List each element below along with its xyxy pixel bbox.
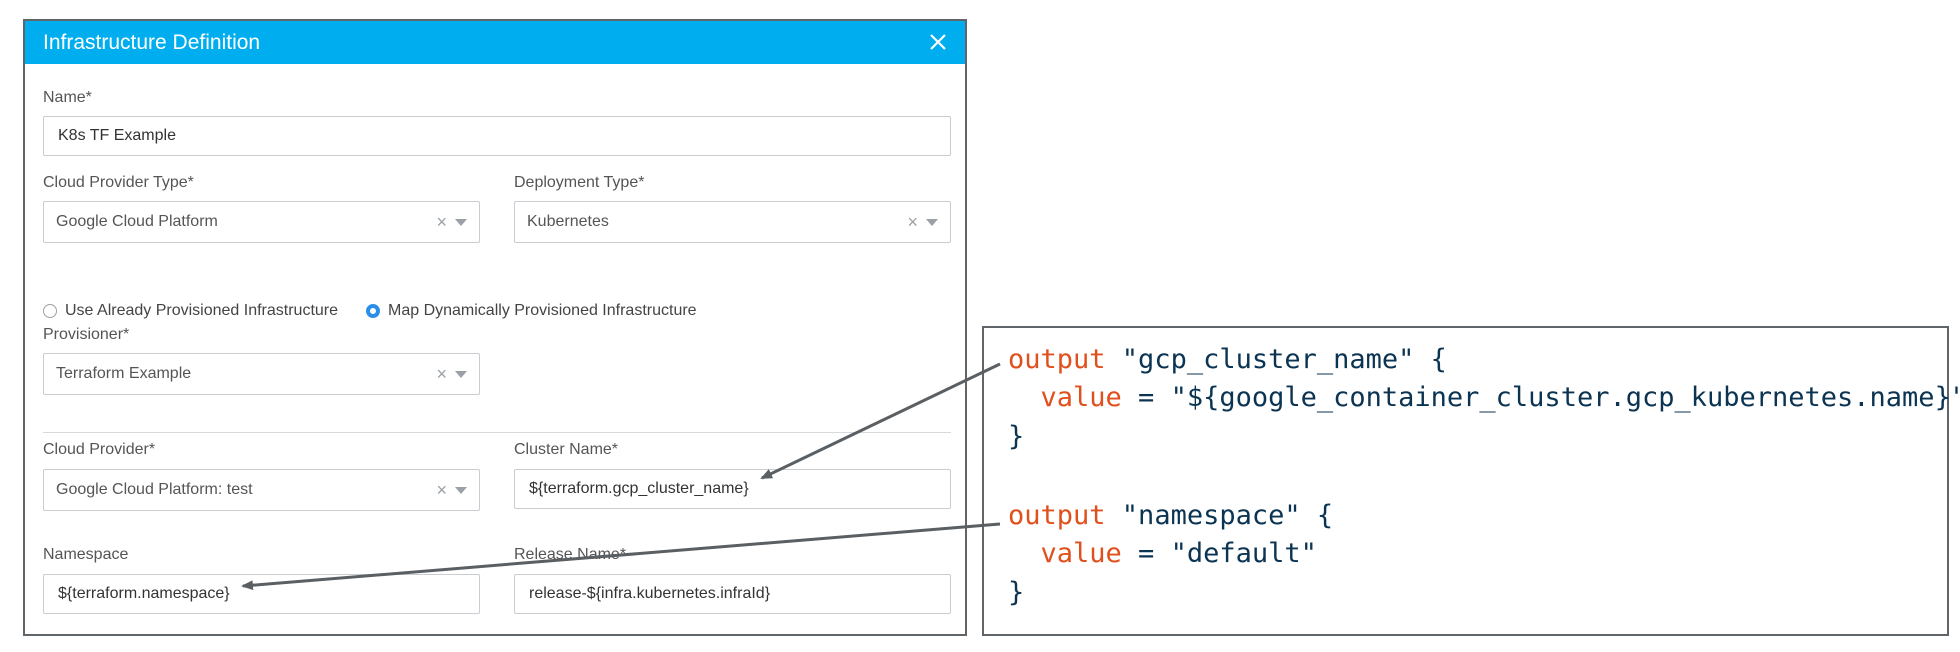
release-name-label: Release Name* (514, 546, 627, 563)
dialog-header: Infrastructure Definition (25, 21, 965, 64)
code-text: = "default" (1121, 538, 1317, 569)
divider (43, 432, 951, 433)
radio-use-provisioned[interactable]: Use Already Provisioned Infrastructure (43, 302, 338, 320)
terraform-output-code-panel: output "gcp_cluster_name" { value = "${g… (982, 326, 1960, 636)
code-indent (1008, 382, 1041, 413)
close-icon[interactable] (927, 31, 949, 53)
radio-use-provisioned-label: Use Already Provisioned Infrastructure (65, 302, 339, 319)
clear-icon[interactable]: × (907, 212, 918, 232)
radio-map-dynamic-label: Map Dynamically Provisioned Infrastructu… (388, 302, 697, 319)
code-line: } (1008, 421, 1024, 452)
code-text: = "${google_container_cluster.gcp_kubern… (1121, 382, 1960, 413)
deployment-type-label: Deployment Type* (514, 174, 645, 191)
code-line: } (1008, 577, 1024, 608)
code-indent (1008, 538, 1041, 569)
cloud-provider-select[interactable]: Google Cloud Platform: test × (43, 469, 480, 511)
dialog-title: Infrastructure Definition (43, 31, 261, 54)
chevron-down-icon[interactable] (455, 219, 467, 226)
clear-icon[interactable]: × (436, 212, 447, 232)
code-text: "namespace" { (1105, 500, 1334, 531)
provisioner-value: Terraform Example (56, 365, 192, 382)
chevron-down-icon[interactable] (455, 371, 467, 378)
cloud-provider-label: Cloud Provider* (43, 441, 156, 458)
chevron-down-icon[interactable] (455, 487, 467, 494)
code-text: } (1008, 577, 1025, 608)
clear-icon[interactable]: × (436, 480, 447, 500)
clear-icon[interactable]: × (436, 364, 447, 384)
cloud-provider-type-select[interactable]: Google Cloud Platform × (43, 201, 480, 243)
cloud-provider-type-value: Google Cloud Platform (56, 213, 218, 230)
code-line: value = "default" (1008, 538, 1317, 569)
radio-map-dynamic[interactable]: Map Dynamically Provisioned Infrastructu… (366, 302, 697, 320)
code-line: output "namespace" { (1008, 500, 1333, 531)
radio-checked-icon[interactable] (366, 304, 380, 318)
code-keyword: value (1040, 382, 1122, 413)
namespace-label: Namespace (43, 546, 129, 563)
cluster-name-label: Cluster Name* (514, 441, 619, 458)
namespace-input[interactable]: ${terraform.namespace} (43, 574, 480, 614)
release-name-input[interactable]: release-${infra.kubernetes.infraId} (514, 574, 951, 614)
code-line: output "gcp_cluster_name" { (1008, 344, 1447, 375)
radio-unchecked-icon[interactable] (43, 304, 57, 318)
infrastructure-definition-dialog: Infrastructure Definition Name* K8s TF E… (23, 19, 967, 636)
code-keyword: output (1008, 500, 1106, 531)
chevron-down-icon[interactable] (926, 219, 938, 226)
deployment-type-select[interactable]: Kubernetes × (514, 201, 951, 243)
cluster-name-input[interactable]: ${terraform.gcp_cluster_name} (514, 469, 951, 509)
deployment-type-value: Kubernetes (527, 213, 609, 230)
code-line: value = "${google_container_cluster.gcp_… (1008, 382, 1960, 413)
code-keyword: value (1040, 538, 1122, 569)
code-text: } (1008, 421, 1025, 452)
provisioner-select[interactable]: Terraform Example × (43, 353, 480, 395)
code-keyword: output (1008, 344, 1106, 375)
cloud-provider-value: Google Cloud Platform: test (56, 481, 253, 498)
code-text: "gcp_cluster_name" { (1105, 344, 1447, 375)
provisioner-label: Provisioner* (43, 326, 130, 343)
name-input[interactable]: K8s TF Example (43, 116, 951, 156)
cloud-provider-type-label: Cloud Provider Type* (43, 174, 194, 191)
name-label: Name* (43, 89, 92, 106)
